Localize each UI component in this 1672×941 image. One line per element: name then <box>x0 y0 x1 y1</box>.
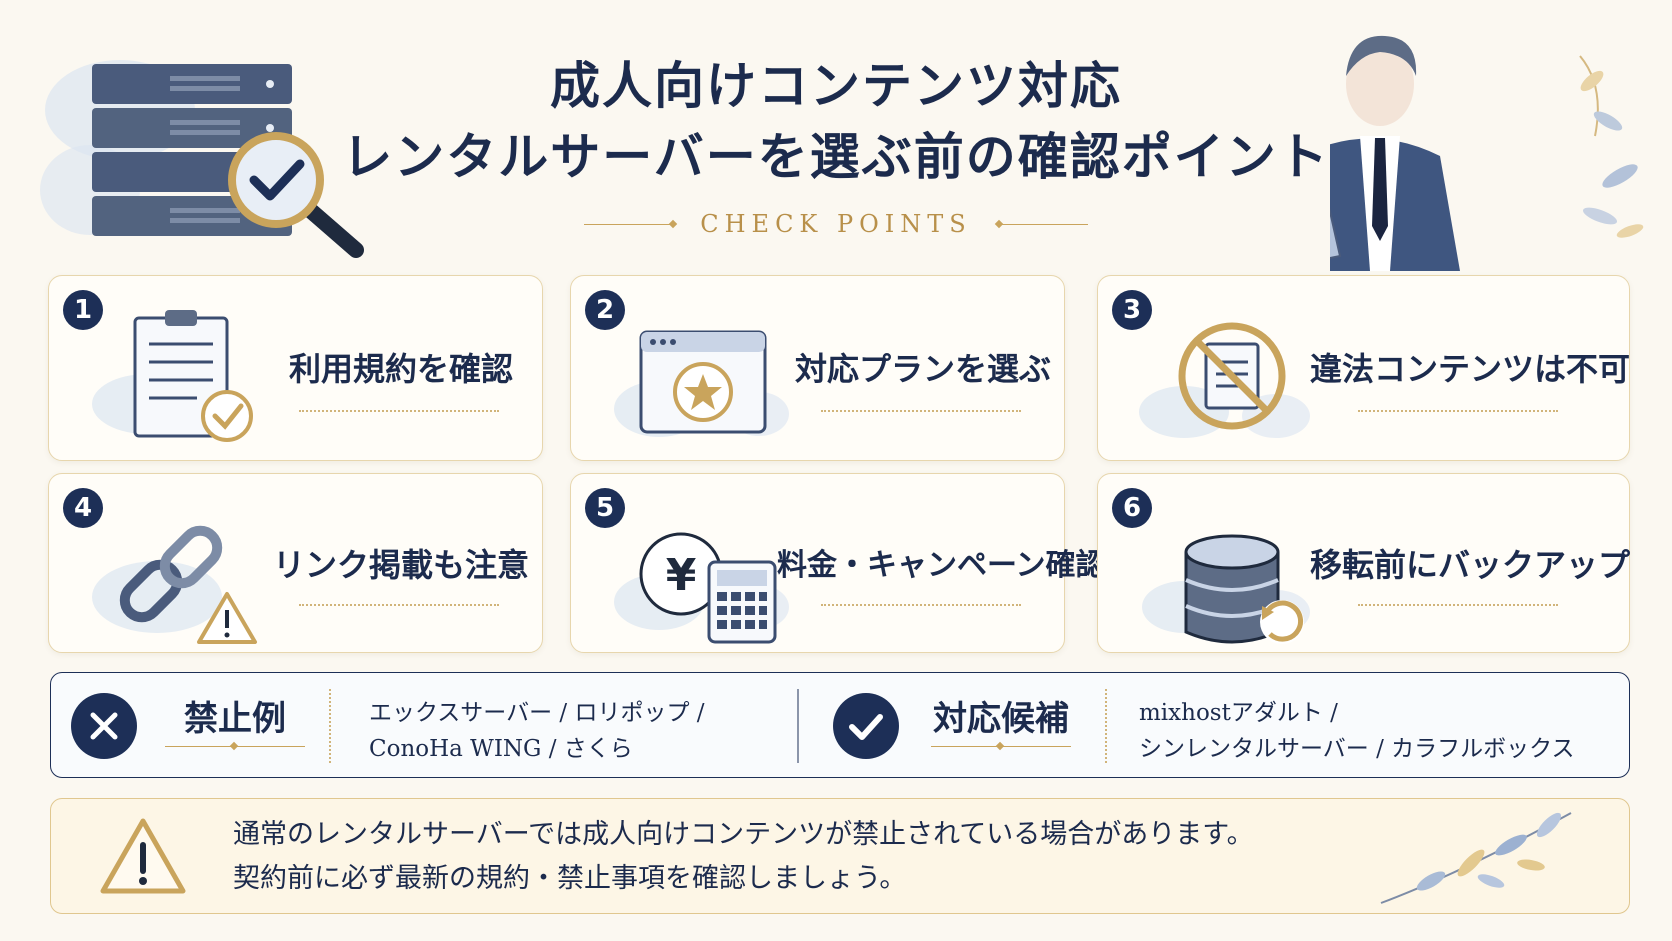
database-backup-icon <box>1142 534 1310 644</box>
check-number-badge: 2 <box>585 290 625 330</box>
dotted-rule <box>821 410 1021 412</box>
notice-line2: 契約前に必ず最新の規約・禁止事項を確認しましょう。 <box>233 863 907 894</box>
svg-text:¥: ¥ <box>666 550 697 601</box>
server-magnifier-icon <box>40 60 364 258</box>
check-icon <box>849 714 883 740</box>
supported-check-icon <box>833 693 899 759</box>
check-label: 対応プランを選ぶ <box>794 350 1051 388</box>
page-title-line1: 成人向けコンテンツ対応 <box>550 57 1122 115</box>
dotted-rule <box>821 604 1021 606</box>
dotted-rule <box>1358 410 1558 412</box>
check-label: 料金・キャンペーン確認 <box>777 548 1106 583</box>
check-card-2: 2 対応プランを選ぶ <box>570 275 1065 461</box>
supported-candidates-title: 対応候補 <box>933 699 1069 739</box>
examples-divider <box>797 689 799 763</box>
dotted-rule <box>299 604 499 606</box>
prohibited-x-icon <box>71 693 137 759</box>
check-number-badge: 1 <box>63 290 103 330</box>
warning-icon <box>100 818 186 894</box>
title-underline <box>931 746 1071 747</box>
warning-notice: 通常のレンタルサーバーでは成人向けコンテンツが禁止されている場合があります。 契… <box>50 798 1630 914</box>
chain-link-warning-icon <box>92 525 257 644</box>
check-card-1: 1 利用規約を確認 <box>48 275 543 461</box>
dotted-separator <box>1105 689 1107 763</box>
businessman-illustration <box>1330 35 1644 271</box>
check-label: 違法コンテンツは不可 <box>1310 350 1631 388</box>
check-card-3: 3 違法コンテンツは不可 <box>1097 275 1630 461</box>
prohibited-examples-line2: ConoHa WING / さくら <box>369 736 633 762</box>
supported-candidates-text: mixhostアダルト / シンレンタルサーバー / カラフルボックス <box>1139 695 1574 767</box>
browser-star-icon <box>614 330 789 437</box>
check-label: 移転前にバックアップ <box>1310 546 1631 584</box>
check-card-5: 5 ¥ 料金・キャンペーン確認 <box>570 473 1106 653</box>
prohibited-examples-title: 禁止例 <box>184 699 286 739</box>
check-card-6: 6 移転前にバックアップ <box>1097 473 1630 653</box>
notice-text: 通常のレンタルサーバーでは成人向けコンテンツが禁止されている場合があります。 契… <box>233 813 1254 901</box>
page-title-line2: レンタルサーバーを選ぶ前の確認ポイント <box>342 128 1330 186</box>
check-number-badge: 6 <box>1112 488 1152 528</box>
dotted-rule <box>299 410 499 412</box>
supported-candidates-line1: mixhostアダルト / <box>1139 700 1338 726</box>
leaf-decoration <box>1380 812 1572 904</box>
clipboard-check-icon <box>92 310 253 442</box>
check-card-4: 4 リンク掲載も注意 <box>48 473 543 653</box>
subtitle-rule-right <box>997 223 1088 225</box>
prohibited-examples-line1: エックスサーバー / ロリポップ / <box>369 700 705 726</box>
close-icon <box>90 712 118 740</box>
yen-calculator-icon: ¥ <box>614 532 789 644</box>
prohibited-document-icon <box>1139 322 1310 438</box>
prohibited-examples-text: エックスサーバー / ロリポップ / ConoHa WING / さくら <box>369 695 705 767</box>
check-label: リンク掲載も注意 <box>272 546 529 584</box>
notice-line1: 通常のレンタルサーバーでは成人向けコンテンツが禁止されている場合があります。 <box>233 819 1254 850</box>
examples-panel: 禁止例 エックスサーバー / ロリポップ / ConoHa WING / さくら… <box>50 672 1630 778</box>
subtitle: CHECK POINTS <box>700 210 972 238</box>
dotted-rule <box>1358 604 1558 606</box>
dotted-separator <box>329 689 331 763</box>
subtitle-rule-left <box>584 223 675 225</box>
subtitle-row: CHECK POINTS <box>560 208 1112 240</box>
supported-candidates-line2: シンレンタルサーバー / カラフルボックス <box>1139 736 1575 762</box>
check-number-badge: 5 <box>585 488 625 528</box>
check-number-badge: 4 <box>63 488 103 528</box>
check-label: 利用規約を確認 <box>288 350 513 388</box>
check-number-badge: 3 <box>1112 290 1152 330</box>
title-underline <box>165 746 305 747</box>
